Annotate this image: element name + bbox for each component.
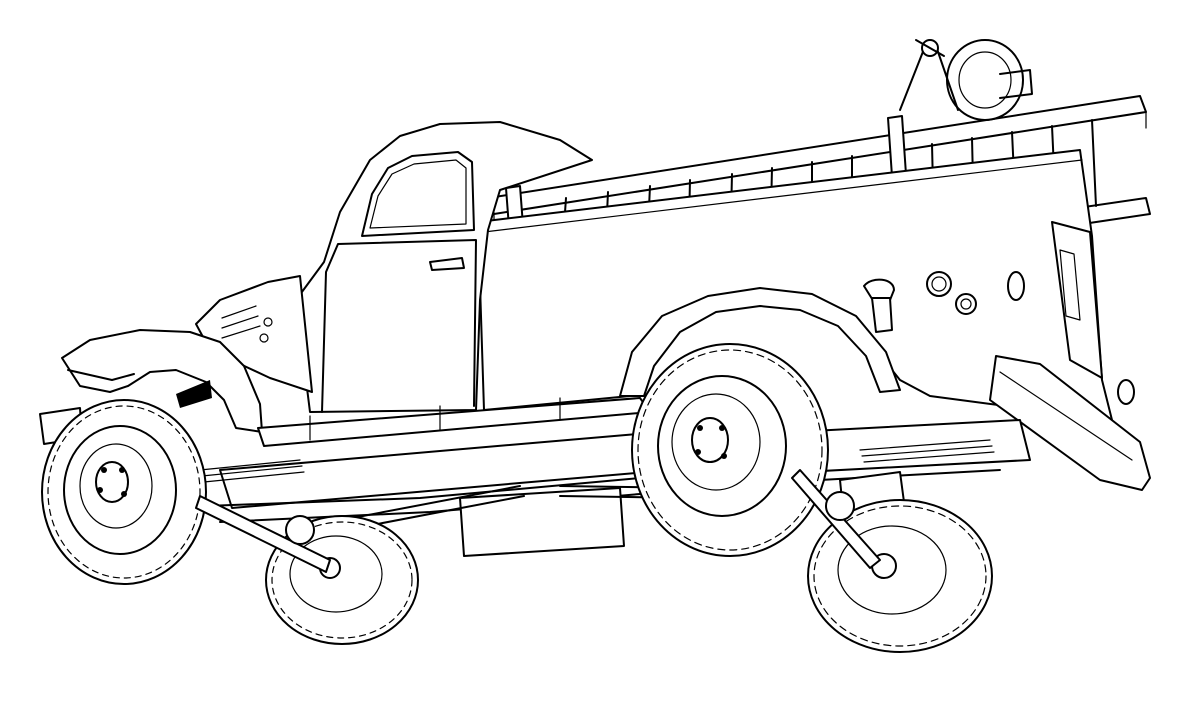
axles bbox=[195, 469, 881, 573]
truck-bed bbox=[477, 149, 1151, 491]
truck-cab bbox=[39, 121, 651, 447]
hose-reel bbox=[899, 39, 1033, 121]
rear-near-wheel bbox=[631, 343, 829, 557]
front-near-wheel bbox=[41, 399, 207, 585]
